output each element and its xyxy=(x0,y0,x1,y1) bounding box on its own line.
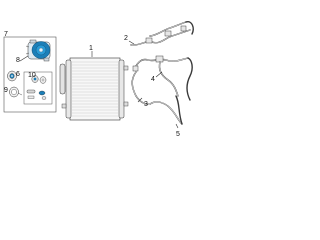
compressor-group-frame xyxy=(3,36,57,113)
callout-7: 7 xyxy=(4,31,8,38)
callout-1: 1 xyxy=(89,45,93,52)
compressor-group: 7 8 6 10 9 xyxy=(3,31,57,113)
callout-9: 9 xyxy=(4,87,8,94)
callout-6: 6 xyxy=(16,71,20,78)
condenser-fins xyxy=(72,61,118,117)
pulley xyxy=(7,70,17,82)
leader-5 xyxy=(175,123,179,129)
ac-parts-diagram: 7 8 6 10 9 1 xyxy=(3,21,194,138)
callout-2: 2 xyxy=(124,35,128,42)
clutch-kit-frame xyxy=(23,71,53,105)
condenser: 1 xyxy=(59,45,129,121)
callout-5: 5 xyxy=(176,131,180,138)
leader-3 xyxy=(137,97,143,103)
callout-4: 4 xyxy=(151,76,155,83)
leader-4 xyxy=(155,71,163,78)
callout-10: 10 xyxy=(28,72,36,79)
clutch-hub xyxy=(31,75,47,84)
leader-8 xyxy=(19,55,29,62)
callout-3: 3 xyxy=(144,101,148,108)
clutch-coil xyxy=(9,86,23,98)
ac-lines: 2 4 3 5 xyxy=(124,21,194,138)
compressor xyxy=(25,39,51,62)
leader-2 xyxy=(128,40,135,45)
callout-8: 8 xyxy=(16,57,20,64)
clutch-small-parts xyxy=(26,89,47,100)
